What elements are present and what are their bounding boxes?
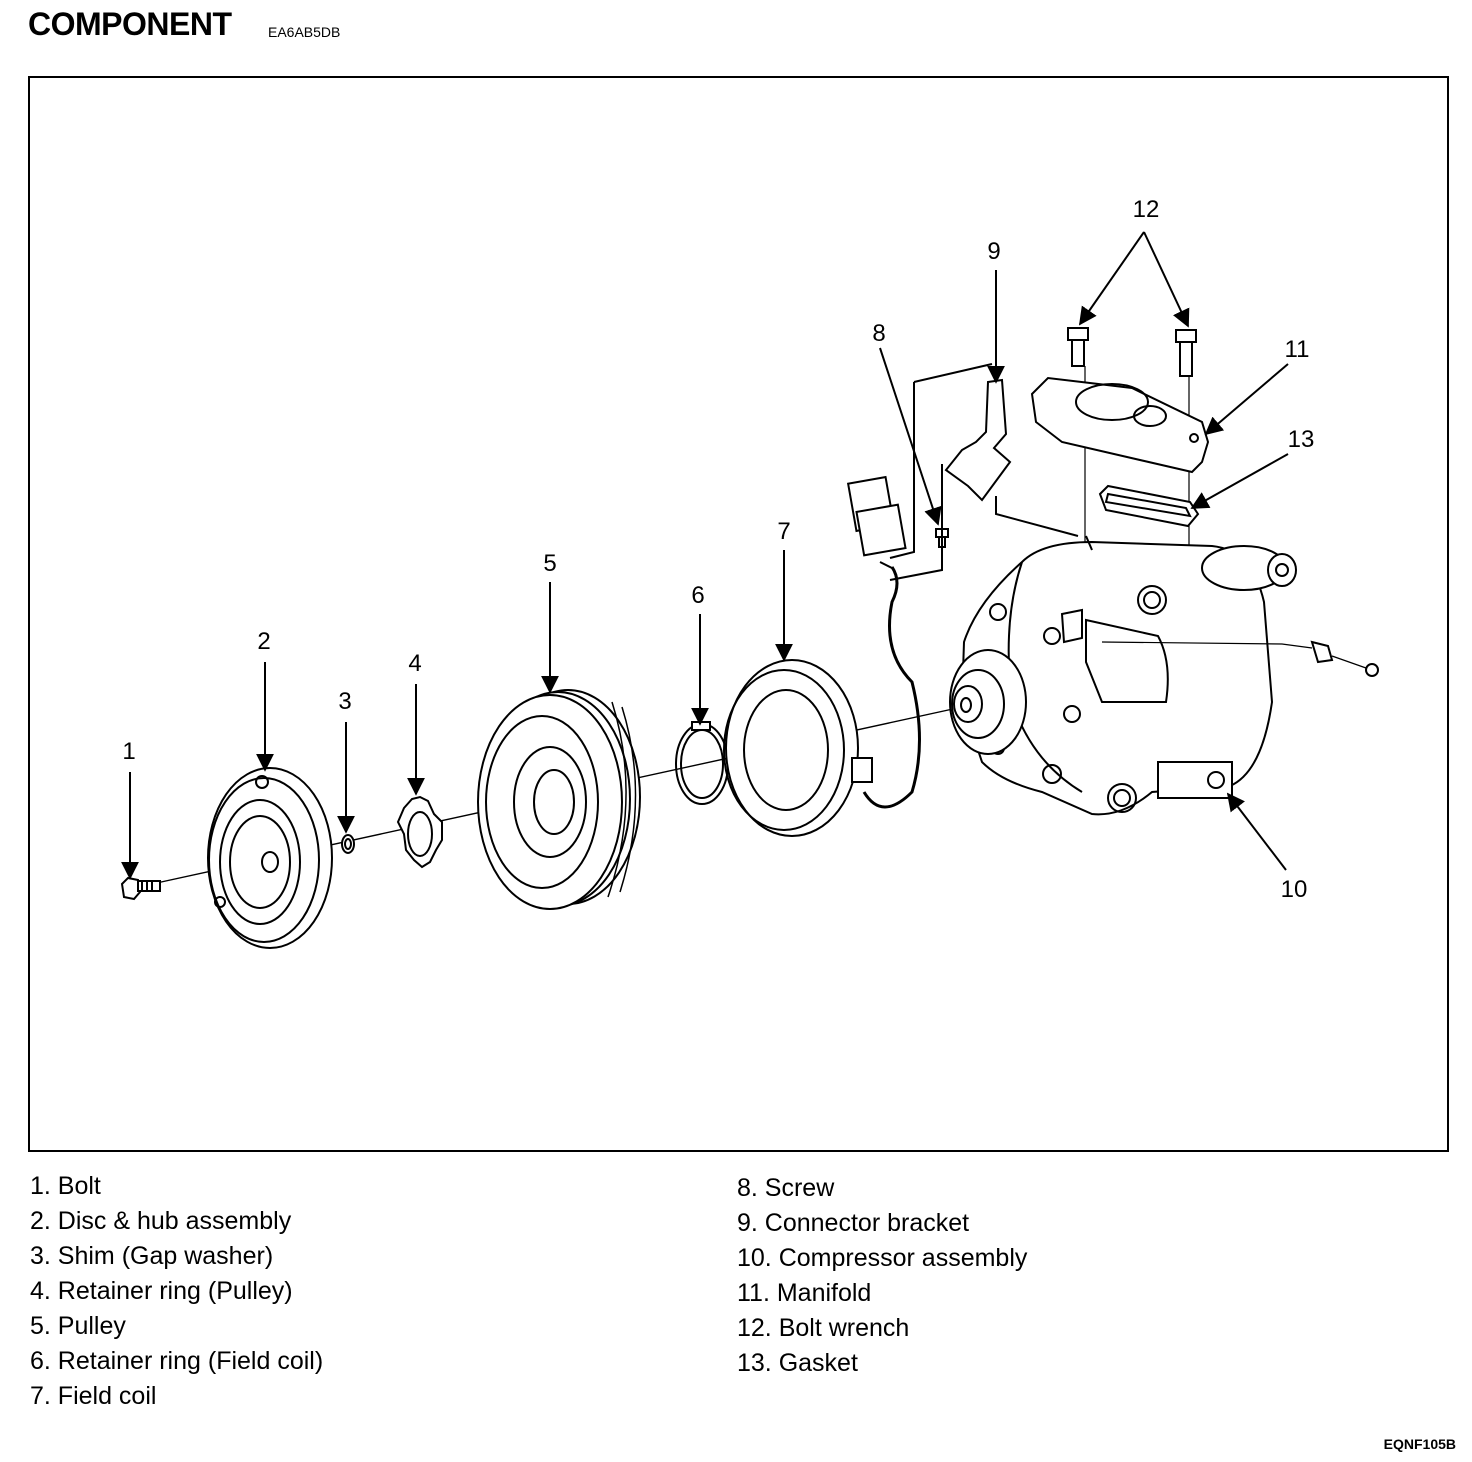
manifold-part bbox=[1030, 376, 1210, 474]
callout-1: 1 bbox=[122, 738, 136, 765]
callout-13: 13 bbox=[1287, 426, 1315, 453]
callout-7: 7 bbox=[777, 518, 791, 545]
callout-9: 9 bbox=[987, 238, 1001, 265]
legend-item: 1. Bolt bbox=[30, 1172, 101, 1200]
legend-item: 10. Compressor assembly bbox=[737, 1244, 1028, 1272]
pulley-part bbox=[477, 689, 641, 910]
legend-item: 2. Disc & hub assembly bbox=[30, 1207, 292, 1235]
callout-11: 11 bbox=[1284, 336, 1310, 363]
callout-5: 5 bbox=[543, 550, 557, 577]
callout-2: 2 bbox=[257, 628, 271, 655]
legend-item: 11. Manifold bbox=[737, 1279, 872, 1307]
callout-4: 4 bbox=[408, 650, 422, 677]
legend-item: 3. Shim (Gap washer) bbox=[30, 1242, 274, 1270]
callout-3: 3 bbox=[338, 688, 352, 715]
connector-bracket-part bbox=[889, 363, 1079, 581]
legend-item: 13. Gasket bbox=[737, 1349, 858, 1377]
disc-hub-part bbox=[207, 767, 333, 949]
gasket-part bbox=[1098, 484, 1200, 528]
diagram-frame: 1 2 3 4 5 6 7 8 9 10 11 12 13 bbox=[28, 76, 1449, 1152]
legend-item: 9. Connector bracket bbox=[737, 1209, 970, 1237]
field-coil-retainer-ring-part bbox=[675, 721, 729, 805]
leader-lines bbox=[121, 231, 1289, 880]
section-code: EA6AB5DB bbox=[268, 24, 341, 40]
callout-12: 12 bbox=[1132, 196, 1160, 223]
legend-item: 5. Pulley bbox=[30, 1312, 126, 1340]
legend-item: 6. Retainer ring (Field coil) bbox=[30, 1347, 324, 1375]
compressor-part bbox=[949, 535, 1379, 816]
field-coil-part bbox=[723, 475, 921, 837]
shim-part bbox=[341, 834, 355, 854]
callout-6: 6 bbox=[691, 582, 705, 609]
legend-item: 4. Retainer ring (Pulley) bbox=[30, 1277, 293, 1305]
callout-8: 8 bbox=[872, 320, 886, 347]
legend-item: 8. Screw bbox=[737, 1174, 835, 1202]
pulley-retainer-ring-part bbox=[396, 795, 443, 869]
legend-item: 12. Bolt wrench bbox=[737, 1314, 910, 1342]
callout-10: 10 bbox=[1280, 876, 1308, 903]
bolt-part bbox=[120, 876, 161, 901]
exploded-view-diagram bbox=[120, 231, 1379, 949]
legend-item: 7. Field coil bbox=[30, 1382, 157, 1410]
figure-code: EQNF105B bbox=[1383, 1436, 1456, 1452]
page-title: COMPONENT bbox=[28, 6, 232, 42]
